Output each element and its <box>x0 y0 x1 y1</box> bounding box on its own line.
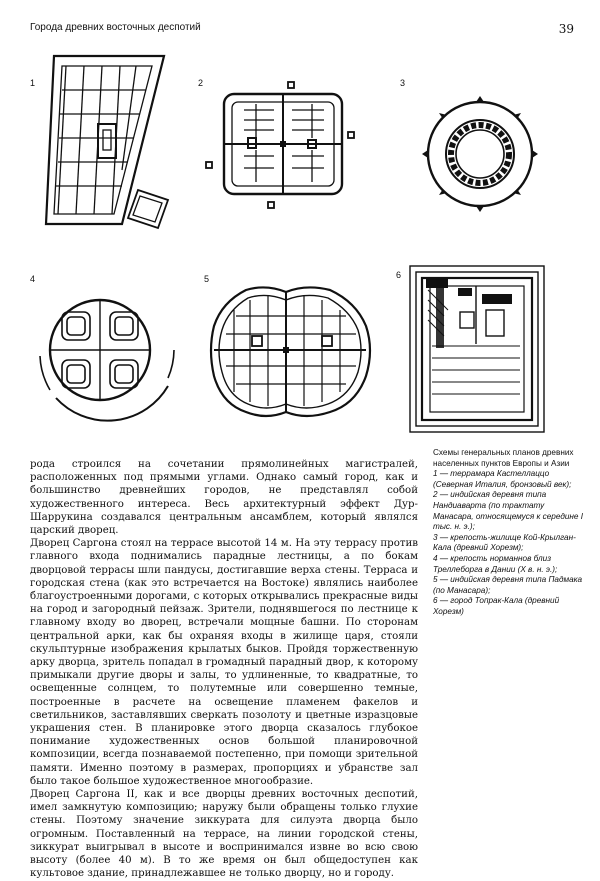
caption-item: 5 — индийская деревня типа Падмака (по М… <box>433 575 583 595</box>
figure-6-number: 6 <box>396 270 402 280</box>
page-number: 39 <box>558 22 574 36</box>
figure-3-number: 3 <box>400 78 406 88</box>
figure-3-koy-krylgan-kala-plan <box>422 96 538 212</box>
figure-1-number: 1 <box>30 78 36 88</box>
caption-item: 6 — город Топрак-Кала (древний Хорезм) <box>433 596 560 616</box>
body-text: рода строился на сочетании прямолинейных… <box>30 458 418 881</box>
figure-2-number: 2 <box>198 78 204 88</box>
figure-2-nandiavarta-plan <box>205 81 355 209</box>
caption-item: 3 — крепость-жилище Кой-Крылган-Кала (др… <box>433 532 576 553</box>
body-paragraph: Дворец Саргона II, как и все дворцы древ… <box>30 789 418 880</box>
figure-6-toprak-kala-plan <box>409 265 545 433</box>
figure-4-trelleborg-plan <box>39 298 175 422</box>
body-paragraph: Дворец Саргона стоял на террасе высотой … <box>30 538 418 787</box>
running-header: Города древних восточных деспотий <box>30 22 201 33</box>
caption-item: 2 — индийская деревня типа Нандиаварта (… <box>433 490 584 532</box>
body-paragraph: рода строился на сочетании прямолинейных… <box>30 459 418 537</box>
caption-item: 4 — крепость норманнов близ Треллеборга … <box>433 553 558 574</box>
figure-4-number: 4 <box>30 274 36 284</box>
caption-item: 1 — террамара Кастеллаццо (Северная Итал… <box>433 469 572 489</box>
figure-1-terramara-plan <box>44 54 170 230</box>
figure-caption: Схемы генеральных планов древних населен… <box>433 448 583 618</box>
figure-5-padmaka-plan <box>209 286 372 418</box>
figure-5-number: 5 <box>204 274 210 284</box>
caption-title: Схемы генеральных планов древних населен… <box>433 448 574 468</box>
